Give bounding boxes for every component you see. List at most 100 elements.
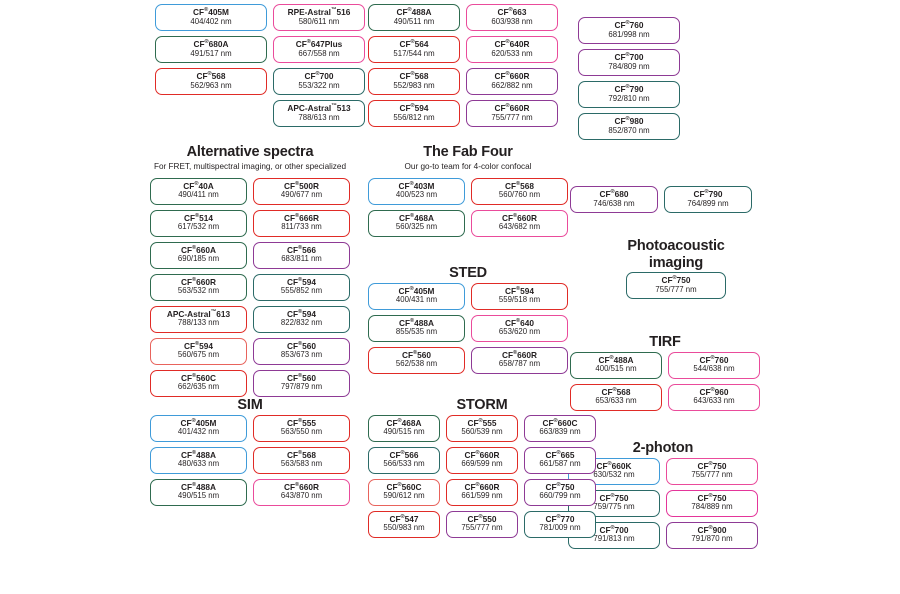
- dye-name-base: CF: [386, 481, 398, 492]
- dye-spectra-value: 643/870 nm: [280, 491, 323, 501]
- dye-name: CF®405M: [160, 7, 262, 17]
- trademark-mark: ®: [295, 212, 300, 219]
- dye-spectra-value: 755/777 nm: [461, 523, 503, 533]
- dye-name: CF®564: [373, 38, 455, 49]
- dye-name: CF®500R: [258, 181, 345, 191]
- dye-name-number: 660R: [509, 102, 530, 113]
- dye-name-number: 488A: [411, 6, 432, 17]
- dye-name: CF®900: [671, 525, 753, 535]
- dye-name-number: 564: [414, 38, 429, 49]
- group-title: 2-photon: [632, 440, 694, 456]
- dye-spectra-value: 400/523 nm: [395, 190, 438, 200]
- dye-spectra-value: 755/777 nm: [655, 285, 697, 295]
- dye-name-number: 750: [712, 460, 727, 471]
- dye-name-base: CF: [398, 317, 411, 328]
- dye-spectra-value: 517/544 nm: [393, 48, 435, 58]
- dye-spectra-value: 653/633 nm: [595, 396, 637, 406]
- dye-spectra-value: 566/533 nm: [383, 459, 425, 469]
- dye-name-number: 468A: [414, 212, 435, 223]
- dye-name-base: CF: [180, 244, 193, 255]
- dye-name-number: 560: [302, 372, 317, 383]
- dye-spectra-value: 590/612 nm: [383, 491, 425, 501]
- dye-spectra-value: 658/787 nm: [498, 359, 541, 369]
- trademark-mark: ®: [410, 212, 415, 219]
- dye-name-base: CF: [464, 449, 476, 460]
